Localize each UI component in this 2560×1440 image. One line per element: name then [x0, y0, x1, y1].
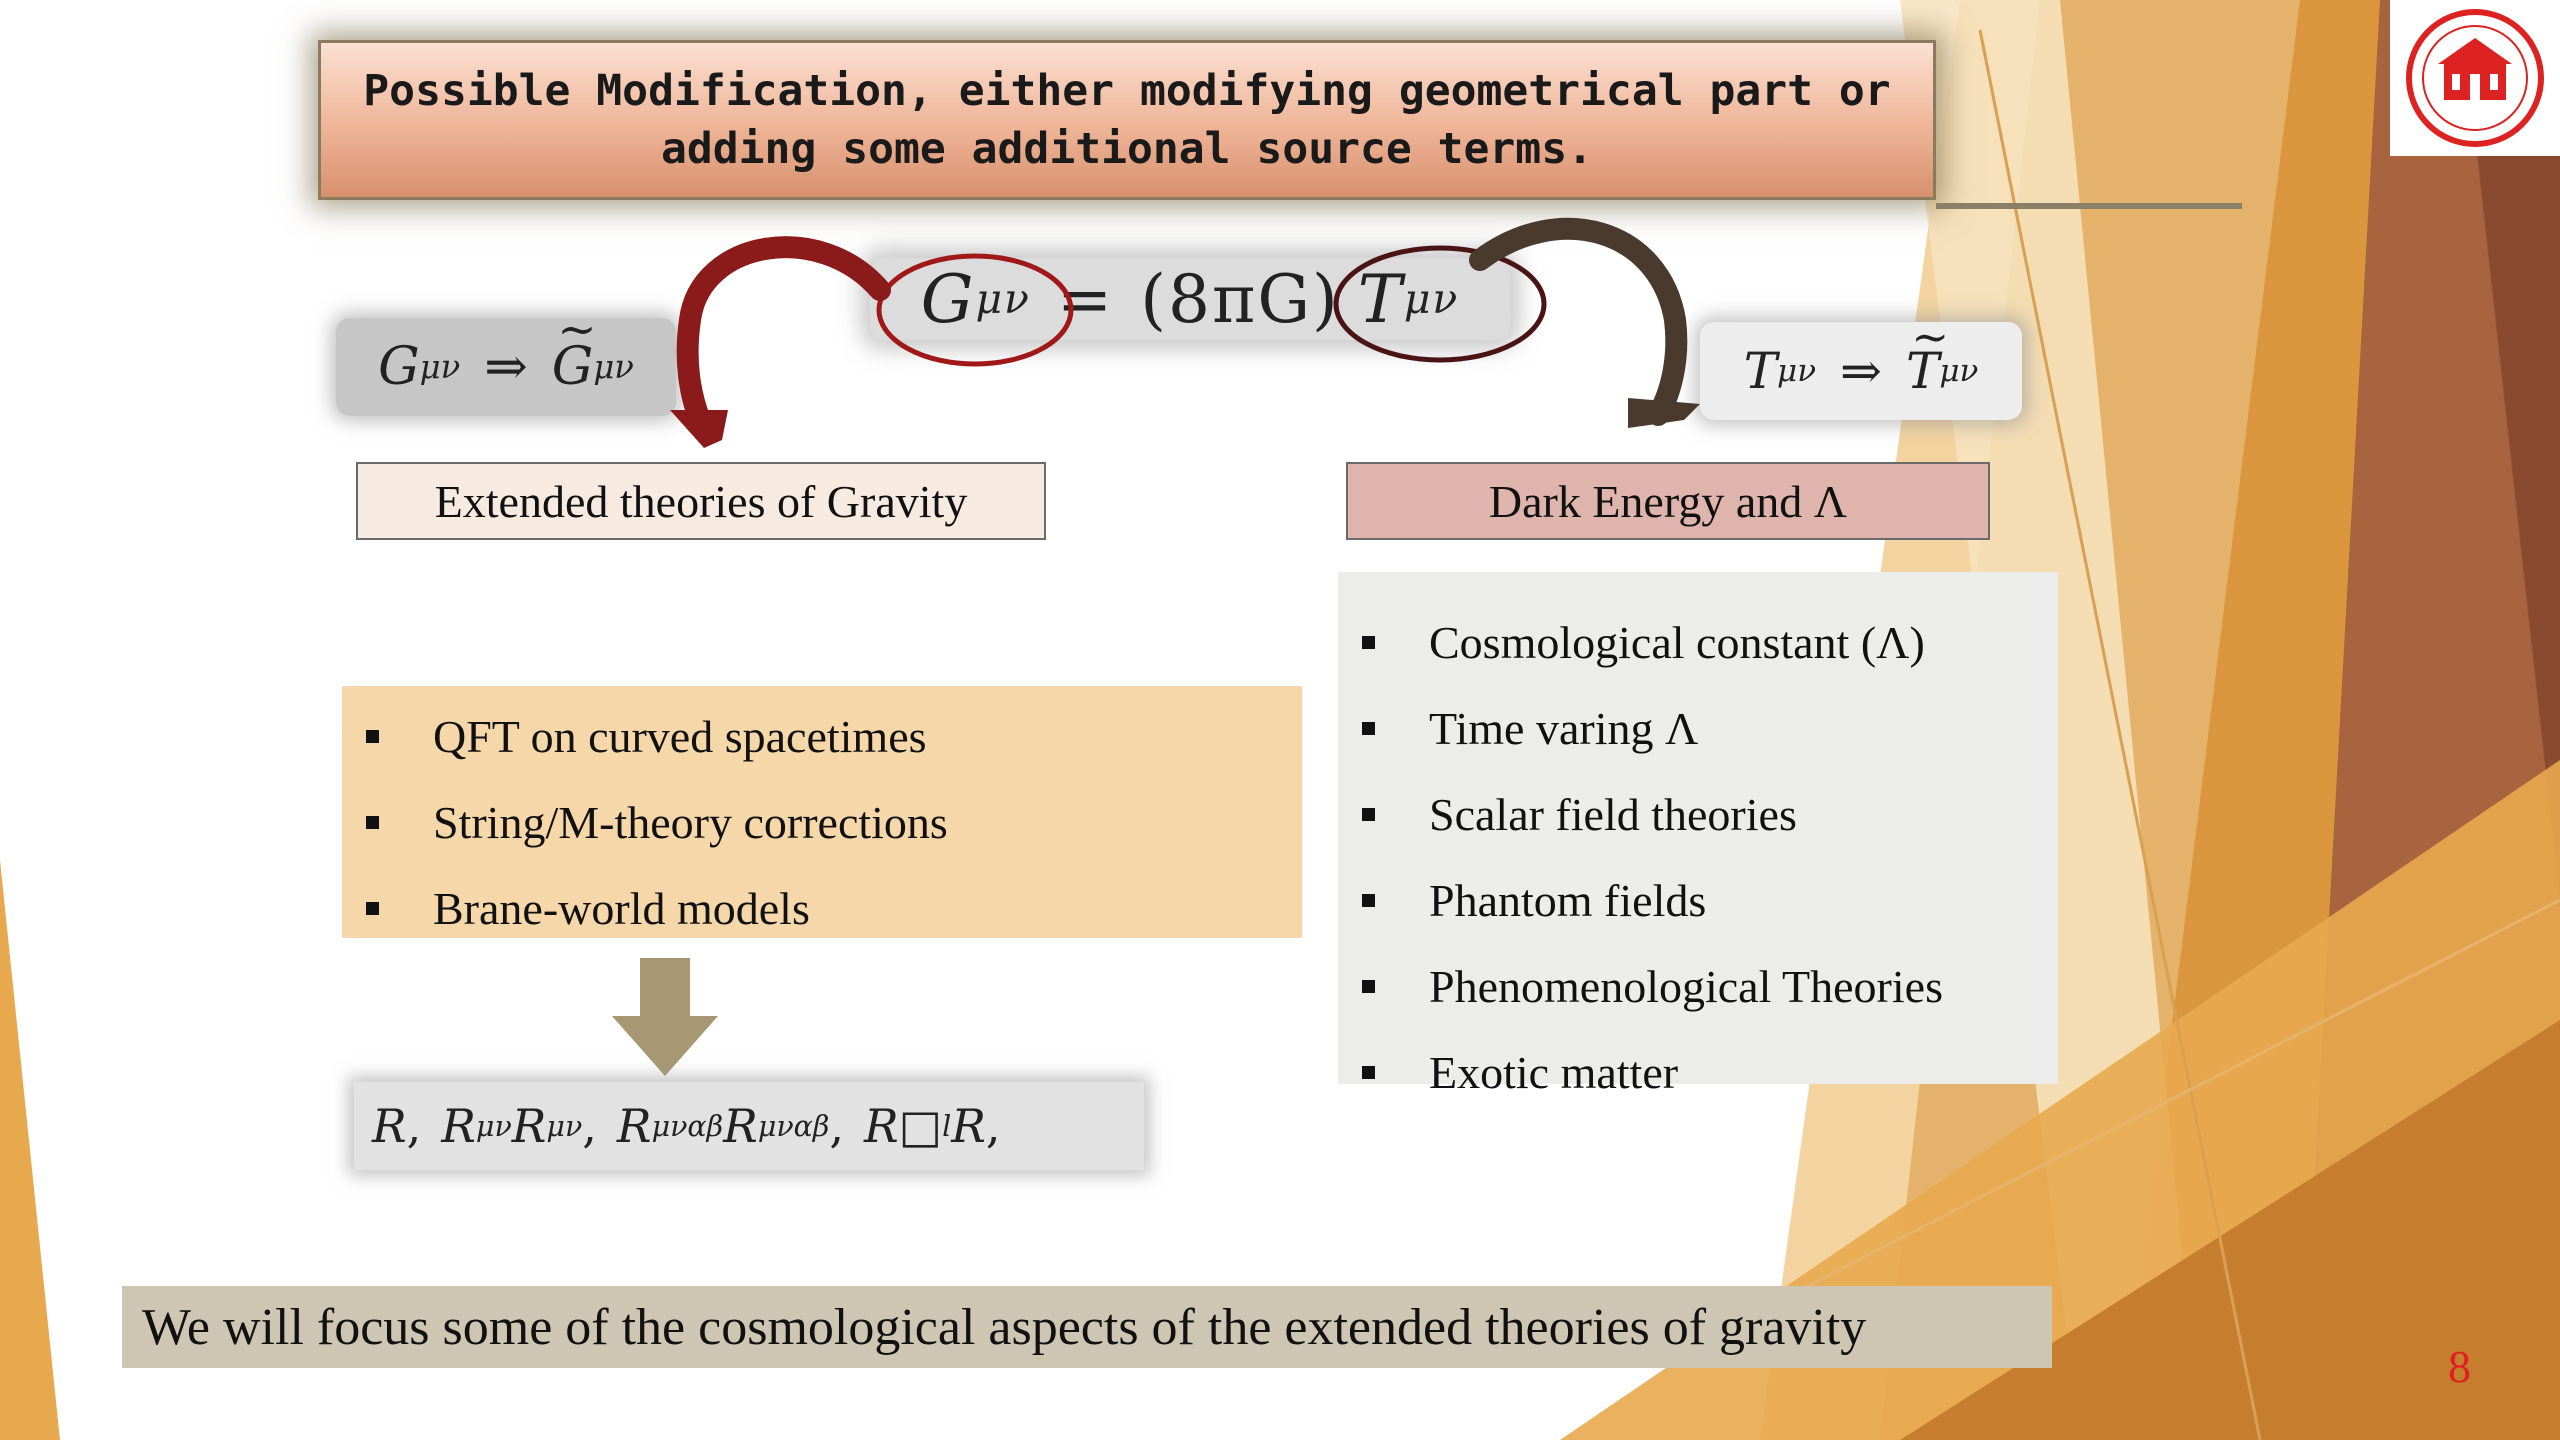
- decor-line-1: [1978, 29, 2262, 1440]
- page-number: 8: [2448, 1341, 2471, 1392]
- title-divider-line: [1936, 203, 2242, 209]
- slide-title: Possible Modification, either modifying …: [363, 66, 1891, 174]
- source-modification-equation: Tμν ⇒ Tμν: [1700, 310, 2022, 420]
- university-seal-icon: [2390, 0, 2560, 156]
- list-item: Phenomenological Theories: [1338, 956, 1943, 1016]
- decor-facet-dark-brown: [2460, 0, 2560, 900]
- dark-energy-label: Dark Energy and Λ: [1346, 462, 1990, 540]
- dark-energy-list: Cosmological constant (Λ) Time varing Λ …: [1338, 572, 2058, 1098]
- list-item: Phantom fields: [1338, 870, 1706, 930]
- decor-facet-bottom-left: [0, 860, 60, 1440]
- list-item: String/M-theory corrections: [342, 792, 948, 852]
- slide-title-box: Possible Modification, either modifying …: [318, 40, 1936, 200]
- list-item: QFT on curved spacetimes: [342, 706, 927, 766]
- list-item: Exotic matter: [1338, 1042, 1678, 1102]
- list-item: Brane-world models: [342, 878, 810, 938]
- extended-gravity-list: QFT on curved spacetimes String/M-theory…: [342, 686, 1302, 938]
- geometry-modification-equation: Gμν ⇒ Gμν: [336, 303, 676, 416]
- list-item: Cosmological constant (Λ): [1338, 612, 1925, 672]
- decor-facet-lower-deep: [1900, 1020, 2560, 1440]
- list-item: Scalar field theories: [1338, 784, 1797, 844]
- footer-summary-text: We will focus some of the cosmological a…: [142, 1298, 1867, 1356]
- down-arrow-icon: [612, 958, 718, 1076]
- footer-summary-bar: We will focus some of the cosmological a…: [122, 1286, 2052, 1368]
- decor-line-2: [1779, 898, 2560, 1302]
- extended-gravity-label: Extended theories of Gravity: [356, 462, 1046, 540]
- list-item: Time varing Λ: [1338, 698, 1698, 758]
